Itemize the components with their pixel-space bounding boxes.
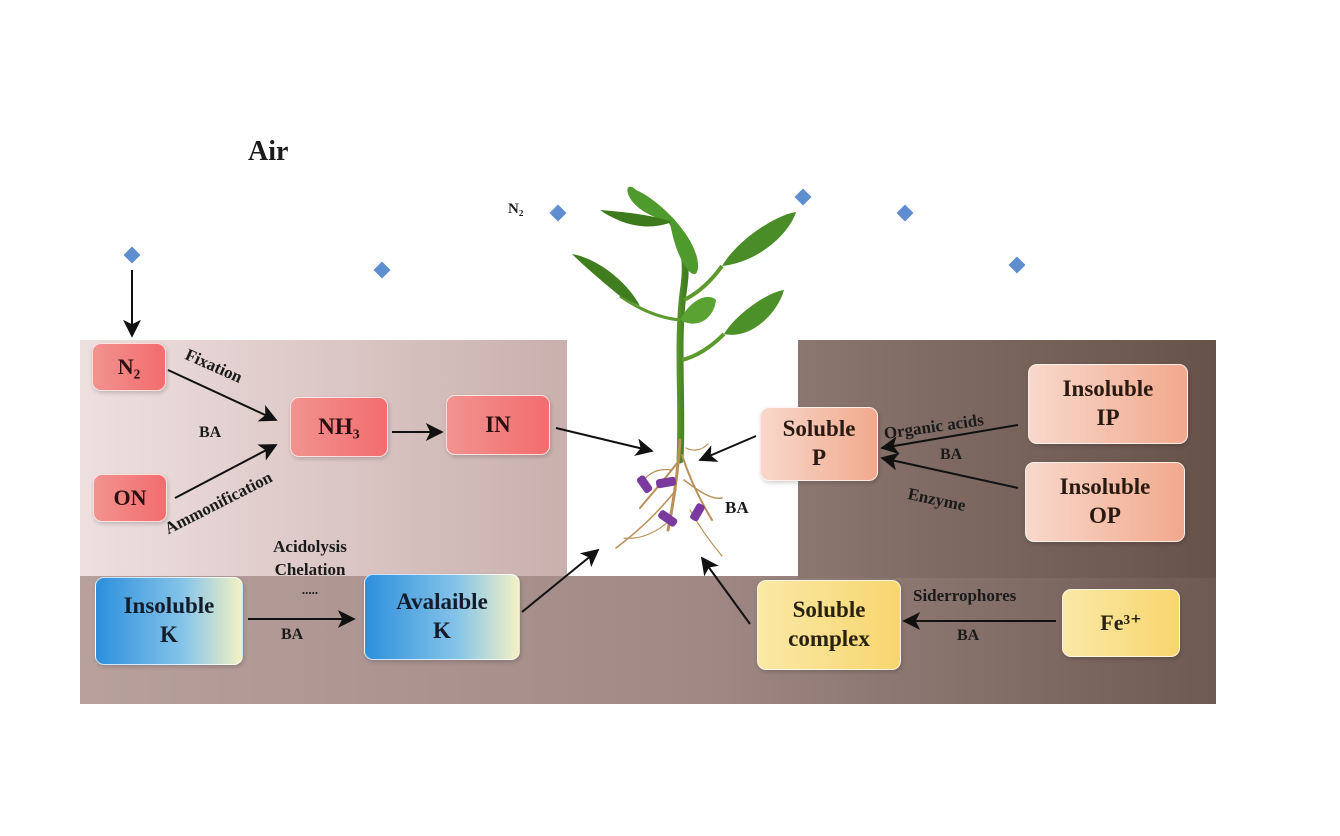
insoluble-ip-line1: Insoluble (1062, 376, 1154, 402)
soil-regions (80, 340, 1216, 704)
plant-stem-branch (683, 264, 724, 302)
flow-arrows (123, 270, 1056, 630)
on-box-label: ON (113, 485, 147, 511)
air-label: Air (248, 136, 289, 167)
arrow-soluble-p-to-root (698, 435, 757, 462)
plant-stem-branch (681, 332, 726, 362)
soluble-complex-box: Soluble complex (757, 580, 901, 670)
plant-leaf (680, 296, 716, 324)
arrow-soluble-complex-to-root (700, 556, 751, 625)
n2-molecules (123, 188, 1026, 279)
arrow-ip-to-soluble-p (880, 424, 1019, 455)
siderophores-label: Siderrophores (913, 586, 1017, 605)
plant-leaf (600, 210, 672, 227)
plant-leaf (722, 212, 796, 266)
soil-bottom-region (80, 576, 1216, 704)
plant (572, 186, 796, 557)
soluble-complex-line2: complex (788, 626, 870, 651)
soluble-complex-line1: Soluble (792, 597, 866, 623)
nh3-box-label: NH₃ (318, 413, 360, 439)
insoluble-k-box: Insoluble K (95, 577, 243, 665)
available-k-box: Avalaible K (364, 574, 520, 660)
n2-molecule (123, 246, 141, 264)
in-box-label: IN (485, 411, 511, 437)
bacterium (655, 476, 677, 489)
insoluble-op-line1: Insoluble (1059, 474, 1151, 500)
plant-stem-branch (619, 294, 681, 322)
insoluble-k-line1: Insoluble (123, 593, 215, 619)
n2-box-label: N₂ (117, 354, 141, 380)
bacterium (636, 475, 653, 494)
insoluble-ip-box: Insoluble IP (1028, 364, 1188, 444)
plant-leaf (724, 290, 784, 335)
arrow-op-to-soluble-p (880, 452, 1019, 489)
soluble-p-box: Soluble P (760, 407, 878, 481)
insoluble-ip-line2: IP (1096, 405, 1120, 430)
n2-atmosphere-label: N₂ (508, 201, 524, 217)
potassium-process-label: Acidolysis Chelation ..... (250, 536, 370, 597)
arrow-in-to-root (555, 427, 654, 456)
n2-molecule (1008, 256, 1026, 274)
plant-leaf (572, 254, 640, 306)
bacteria-cluster (636, 475, 705, 527)
bacterium (658, 510, 678, 527)
n2-molecule (896, 204, 914, 222)
in-box: IN (446, 395, 550, 455)
nh3-box: NH₃ (290, 397, 388, 457)
n2-molecule (794, 188, 812, 206)
phosphorus-ba-label: BA (940, 446, 963, 463)
available-k-line2: K (433, 618, 451, 643)
fe3-box: Fe³⁺ (1062, 589, 1180, 657)
arrow-available-k-to-root (521, 548, 600, 613)
available-k-line1: Avalaible (396, 589, 488, 615)
soluble-p-line1: Soluble (782, 416, 856, 442)
arrow-on-to-nh3 (174, 444, 278, 499)
nitrogen-ba-label: BA (199, 424, 222, 441)
arrow-n2-to-nh3 (167, 369, 278, 422)
fe3-box-label: Fe³⁺ (1100, 610, 1142, 636)
insoluble-op-box: Insoluble OP (1025, 462, 1185, 542)
plant-leaf (627, 186, 699, 275)
n2-molecule (549, 204, 567, 222)
root-ba-label: BA (725, 498, 749, 517)
n2-molecule (373, 261, 391, 279)
potassium-ba-label: BA (281, 626, 304, 643)
on-box: ON (93, 474, 167, 522)
ellipsis-label: ..... (301, 581, 319, 597)
acidolysis-label: Acidolysis (273, 537, 347, 556)
bacterium (690, 503, 705, 522)
insoluble-k-line2: K (160, 622, 178, 647)
chelation-label: Chelation (274, 559, 346, 579)
n2-box: N₂ (92, 343, 166, 391)
soluble-p-line2: P (811, 445, 827, 470)
insoluble-op-line2: OP (1089, 503, 1121, 528)
iron-ba-label: BA (957, 627, 980, 644)
